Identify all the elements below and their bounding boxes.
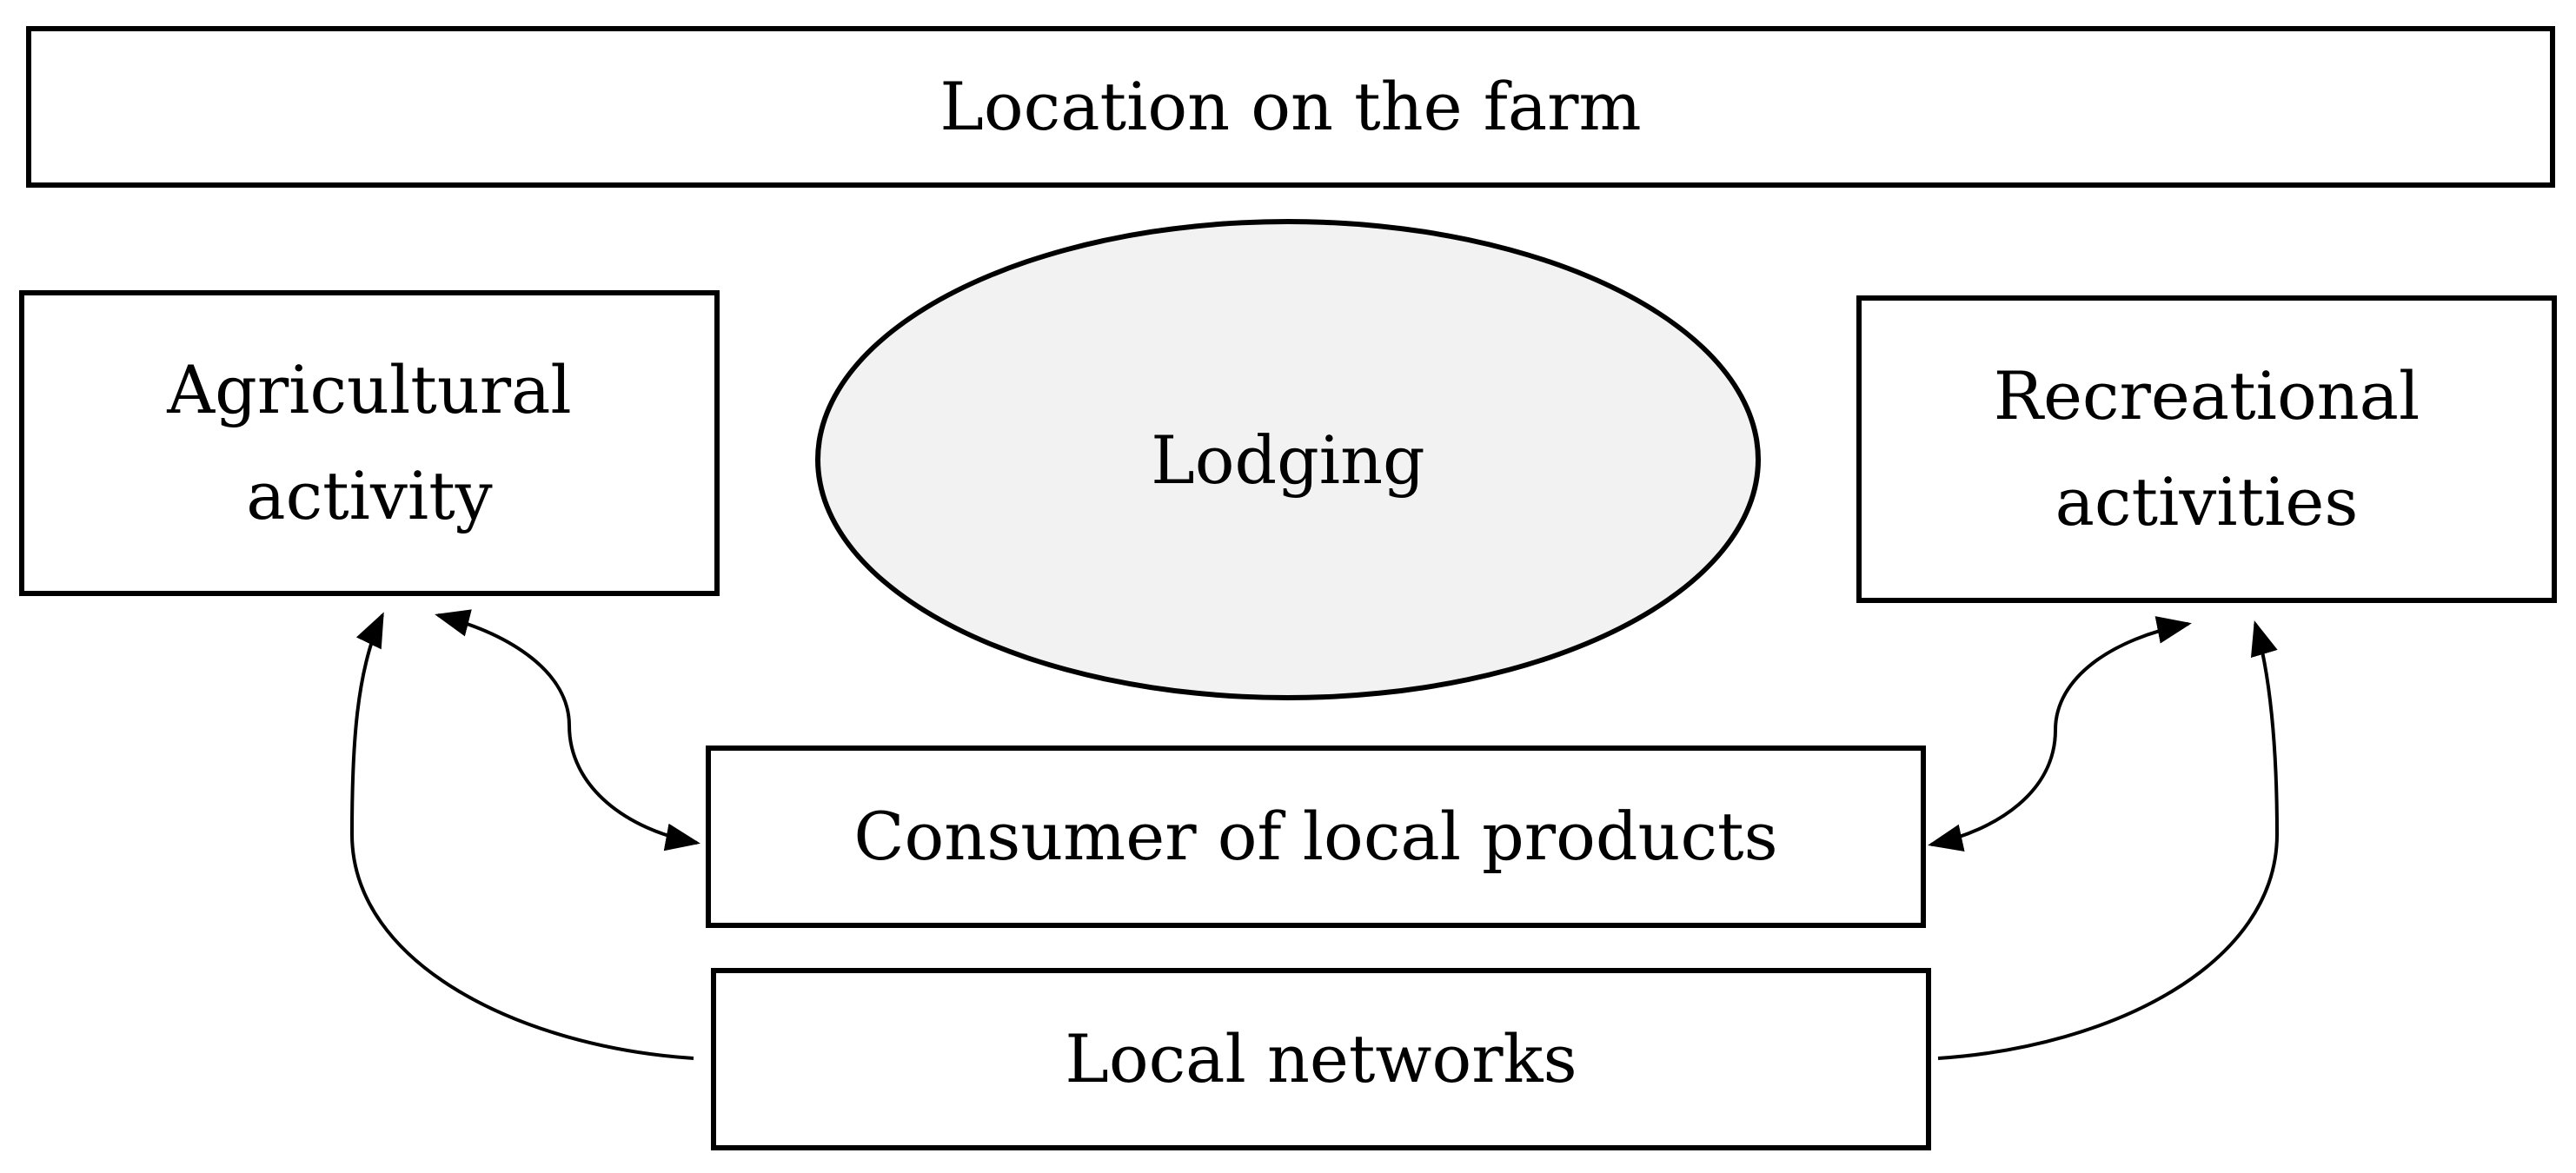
consumer-of-local-products-label: Consumer of local products bbox=[853, 798, 1778, 876]
arrow-networks-recreational bbox=[1937, 620, 2280, 1060]
recreational-activities-line2: activities bbox=[2055, 463, 2359, 540]
arrow-networks-agricultural bbox=[349, 612, 694, 1060]
agricultural-activity-text: Agricultural activity bbox=[167, 337, 571, 548]
agricultural-activity-line1: Agricultural bbox=[167, 351, 572, 429]
local-networks-box: Local networks bbox=[711, 968, 1931, 1150]
lodging-label: Lodging bbox=[1151, 421, 1425, 499]
local-networks-label: Local networks bbox=[1065, 1020, 1577, 1098]
arrow-recreational-consumer bbox=[1928, 616, 2192, 852]
lodging-ellipse: Lodging bbox=[815, 219, 1761, 700]
agricultural-activity-line2: activity bbox=[246, 457, 493, 534]
recreational-activities-box: Recreational activities bbox=[1856, 295, 2557, 603]
location-on-farm-box: Location on the farm bbox=[26, 26, 2555, 188]
consumer-of-local-products-box: Consumer of local products bbox=[706, 746, 1926, 928]
recreational-activities-line1: Recreational bbox=[1993, 357, 2420, 435]
arrow-agricultural-consumer bbox=[435, 609, 700, 852]
agricultural-activity-box: Agricultural activity bbox=[19, 290, 720, 596]
location-on-farm-label: Location on the farm bbox=[939, 68, 1642, 146]
recreational-activities-text: Recreational activities bbox=[1994, 343, 2420, 554]
